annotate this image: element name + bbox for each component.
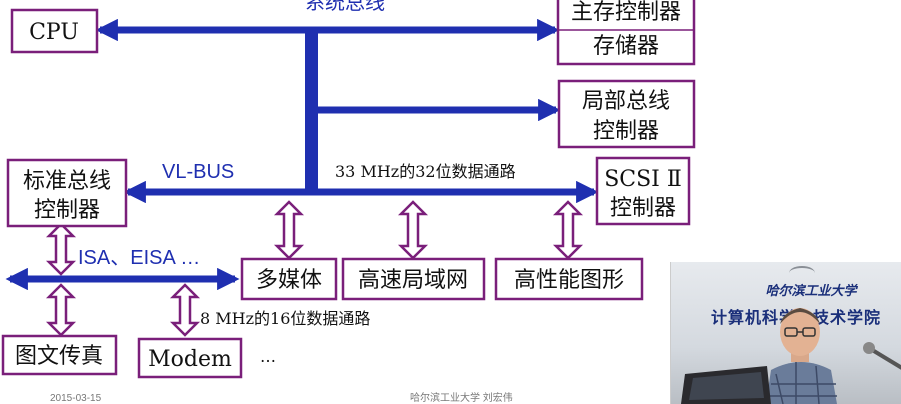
arrow-std-isa [45, 222, 77, 276]
presenter-figure [681, 308, 901, 404]
high-perf-graphics-box: 高性能图形 [494, 257, 644, 301]
system-bus-label: 系统总线 [305, 0, 385, 14]
multimedia-label: 多媒体 [256, 268, 322, 293]
isa-bus-spec: 8 MHz的16位数据通路 [200, 309, 370, 328]
standard-bus-controller-line2: 控制器 [34, 198, 100, 223]
footer-date: 2015-03-15 [50, 393, 102, 404]
scsi-line1: SCSI Ⅱ [604, 167, 682, 192]
cpu-box: CPU [10, 8, 99, 54]
arrow-vl-lan [397, 200, 429, 260]
video-banner-university: 哈尔滨工业大学 [765, 284, 857, 299]
university-emblem [789, 266, 815, 280]
footer-author: 哈尔滨工业大学 刘宏伟 [410, 391, 513, 404]
vl-bus-label: VL-BUS [162, 161, 234, 183]
high-perf-graphics-label: 高性能图形 [514, 268, 624, 293]
system-bus-trunk [305, 30, 318, 195]
isa-bus-label: ISA、EISA … [78, 247, 200, 269]
main-memory-box: 主存控制器 存储器 [556, 0, 696, 66]
main-memory-controller-label: 主存控制器 [571, 0, 681, 25]
arrow-vl-multimedia [273, 200, 305, 260]
scsi-line2: 控制器 [610, 196, 676, 221]
modem-box: Modem [137, 337, 243, 379]
more-devices-ellipsis: … [260, 347, 276, 366]
local-bus-controller-line1: 局部总线 [582, 89, 670, 114]
vl-bus-spec: 33 MHz的32位数据通路 [335, 162, 516, 181]
modem-label: Modem [148, 347, 232, 372]
high-speed-lan-box: 高速局域网 [341, 257, 486, 301]
high-speed-lan-label: 高速局域网 [358, 268, 468, 293]
lecturer-video: 哈尔滨工业大学 计算机科学与技术学院 [670, 262, 901, 404]
memory-label: 存储器 [593, 34, 659, 59]
cpu-label: CPU [29, 20, 79, 45]
scsi-controller-box: SCSI Ⅱ 控制器 [595, 156, 691, 226]
arrow-isa-modem [169, 283, 201, 337]
arrow-isa-fax [45, 283, 77, 337]
local-bus-controller-box: 局部总线 控制器 [557, 79, 696, 149]
local-bus-controller-line2: 控制器 [593, 119, 659, 144]
fax-label: 图文传真 [15, 344, 103, 369]
fax-box: 图文传真 [1, 334, 118, 376]
multimedia-box: 多媒体 [240, 257, 338, 301]
standard-bus-controller-line1: 标准总线 [23, 169, 111, 194]
standard-bus-controller-box: 标准总线 控制器 [6, 158, 128, 228]
arrow-vl-graphics [552, 200, 584, 260]
